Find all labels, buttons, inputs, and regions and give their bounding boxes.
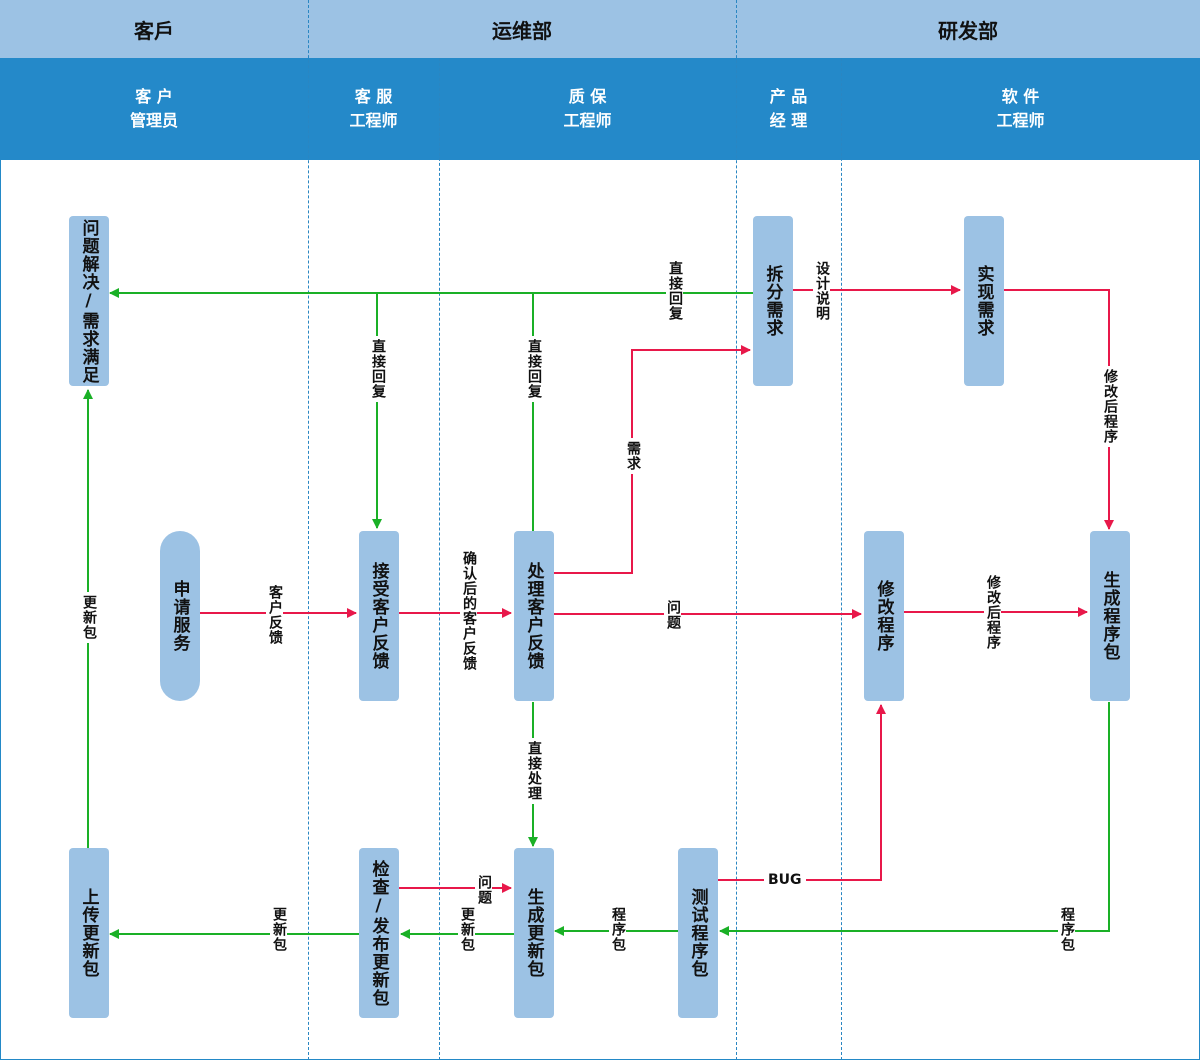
label-problem-bottom: 问题: [475, 872, 492, 908]
box-generate-program-package: 生成程序包: [1090, 531, 1130, 701]
label-update-package-left: 更新包: [80, 592, 97, 643]
box-label: 测试程序包: [687, 888, 708, 978]
lane-separator: [439, 58, 440, 1060]
box-label: 生成程序包: [1099, 571, 1120, 661]
lane-separator: [308, 0, 309, 1060]
box-label: 上传更新包: [78, 888, 99, 978]
role-software-engineer: 软 件 工程师: [841, 58, 1200, 160]
label-direct-reply-top: 直接回复: [666, 258, 683, 324]
box-split-requirement: 拆分需求: [753, 216, 793, 386]
box-process-feedback: 处理客户反馈: [514, 531, 554, 701]
box-label: 实现需求: [973, 265, 994, 337]
label-modified-program-mid: 修改后程序: [984, 572, 1001, 653]
box-label: 申请服务: [169, 580, 190, 652]
box-label: 检查/发布更新包: [368, 859, 389, 1007]
box-modify-program: 修改程序: [864, 531, 904, 701]
label-design-spec: 设计说明: [813, 258, 830, 324]
label-direct-reply-qa: 直接回复: [525, 336, 542, 402]
box-test-program-package: 测试程序包: [678, 848, 718, 1018]
connector-impl-to-gen: [1004, 289, 1114, 530]
department-header-row: [0, 0, 1200, 58]
label-update-package-bottom-left: 更新包: [270, 904, 287, 955]
box-label: 处理客户反馈: [523, 562, 544, 670]
label-update-package-bottom-mid: 更新包: [458, 904, 475, 955]
box-problem-solved: 问题解决/需求满足: [69, 216, 109, 386]
box-label: 生成更新包: [523, 888, 544, 978]
label-modified-program-right: 修改后程序: [1101, 366, 1118, 447]
connector-bug: [718, 704, 886, 881]
role-product-manager: 产 品 经 理: [736, 58, 841, 160]
label-problem-mid: 问题: [664, 597, 681, 633]
lane-separator: [841, 58, 842, 1060]
box-label: 问题解决/需求满足: [78, 218, 99, 384]
label-bug: BUG: [764, 872, 806, 889]
box-generate-update-package: 生成更新包: [514, 848, 554, 1018]
role-label: 质 保 工程师: [563, 87, 612, 130]
box-label: 拆分需求: [762, 265, 783, 337]
department-customer: 客戶: [134, 18, 174, 43]
box-label: 修改程序: [873, 580, 894, 652]
label-direct-process: 直接处理: [525, 738, 542, 804]
label-requirement: 需求: [624, 438, 641, 474]
department-operations: 运维部: [492, 18, 552, 43]
lane-separator: [736, 0, 737, 1060]
department-rnd: 研发部: [938, 18, 998, 43]
box-receive-feedback: 接受客户反馈: [359, 531, 399, 701]
label-program-package-right: 程序包: [1058, 904, 1075, 955]
label-customer-feedback: 客户反馈: [266, 582, 283, 648]
role-cs-engineer: 客 服 工程师: [308, 58, 439, 160]
box-upload-update-package: 上传更新包: [69, 848, 109, 1018]
role-label: 产 品 经 理: [769, 87, 808, 130]
box-implement-requirement: 实现需求: [964, 216, 1004, 386]
box-label: 接受客户反馈: [368, 562, 389, 670]
role-label: 软 件 工程师: [996, 87, 1045, 130]
label-direct-reply-cs: 直接回复: [369, 336, 386, 402]
label-confirmed-feedback: 确认后的客户反馈: [460, 548, 477, 674]
role-label: 客 服 工程师: [349, 87, 398, 130]
role-header-row: [0, 58, 1200, 160]
connector-requirement: [554, 345, 751, 574]
box-check-publish-package: 检查/发布更新包: [359, 848, 399, 1018]
role-qa-engineer: 质 保 工程师: [439, 58, 736, 160]
role-customer-admin: 客 户 管理员: [0, 58, 308, 160]
label-program-package-bottom: 程序包: [609, 904, 626, 955]
role-label: 客 户 管理员: [129, 87, 178, 130]
box-apply-service: 申请服务: [160, 531, 200, 701]
connector-gen-to-test: [719, 702, 1110, 936]
